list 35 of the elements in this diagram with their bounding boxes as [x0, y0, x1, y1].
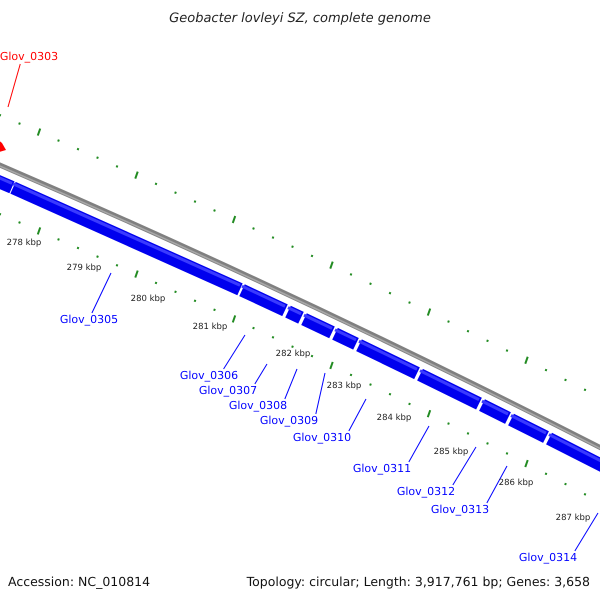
- position-label: 279 kbp: [66, 263, 102, 273]
- gene-label: Glov_0303: [0, 50, 58, 64]
- leader-line: [452, 446, 476, 486]
- gene-label: Glov_0305: [60, 313, 118, 327]
- gene-label: Glov_0309: [260, 414, 318, 428]
- title: Geobacter lovleyi SZ, complete genome: [168, 10, 432, 28]
- gene-label: Glov_0308: [228, 399, 288, 413]
- leader-line: [284, 368, 298, 400]
- position-label: 286 kbp: [498, 478, 534, 488]
- leader-line: [223, 334, 246, 370]
- gene-label: Glov_0306: [180, 369, 238, 383]
- gene-label: Glov_0312: [396, 485, 456, 499]
- leader-line: [254, 364, 268, 384]
- gene-label: Glov_0310: [292, 431, 352, 445]
- position-label: 278 kbp: [6, 238, 42, 248]
- position-label: 281 kbp: [192, 322, 228, 332]
- leader-line: [408, 426, 430, 462]
- leader-line: [91, 272, 112, 314]
- accession-text: Accession: NC_010814: [8, 573, 150, 591]
- leader-line: [8, 64, 21, 108]
- gene-label: Glov_0314: [518, 551, 578, 565]
- position-label: 283 kbp: [326, 381, 362, 391]
- leader-line: [315, 372, 326, 414]
- position-label: 285 kbp: [434, 447, 468, 457]
- leader-line: [348, 398, 366, 432]
- position-label: 284 kbp: [376, 413, 412, 423]
- position-label: 287 kbp: [556, 513, 590, 523]
- position-label: 282 kbp: [276, 349, 310, 359]
- leader-line: [486, 466, 508, 504]
- leader-line: [574, 512, 598, 552]
- gene-label: Glov_0311: [352, 462, 412, 476]
- gene-label: Glov_0307: [198, 384, 258, 398]
- position-label: 280 kbp: [130, 294, 166, 304]
- gene-label: Glov_0313: [430, 503, 490, 517]
- genome-summary-text: Topology: circular; Length: 3,917,761 bp; Genes: 3,658: [246, 573, 590, 591]
